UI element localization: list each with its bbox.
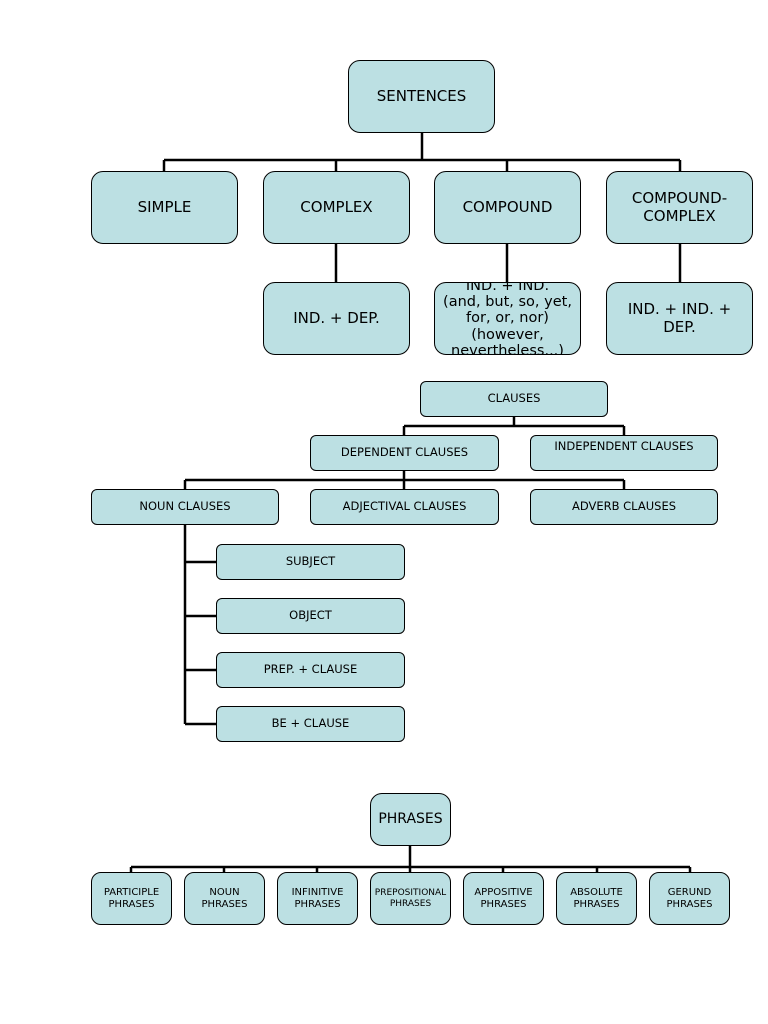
dependent-clauses-node: DEPENDENT CLAUSES: [310, 435, 499, 471]
object-node: OBJECT: [216, 598, 405, 634]
infinitive-phrases-node: INFINITIVE PHRASES: [277, 872, 358, 925]
phrases-node: PHRASES: [370, 793, 451, 846]
gerund-phrases-node: GERUND PHRASES: [649, 872, 730, 925]
compound-complex-formula-node: IND. + IND. + DEP.: [606, 282, 753, 355]
independent-clauses-node: INDEPENDENT CLAUSES: [530, 435, 718, 471]
complex-formula-node: IND. + DEP.: [263, 282, 410, 355]
adjectival-clauses-node: ADJECTIVAL CLAUSES: [310, 489, 499, 525]
complex-node: COMPLEX: [263, 171, 410, 244]
absolute-phrases-node: ABSOLUTE PHRASES: [556, 872, 637, 925]
prep-clause-node: PREP. + CLAUSE: [216, 652, 405, 688]
appositive-phrases-node: APPOSITIVE PHRASES: [463, 872, 544, 925]
prepositional-phrases-node: PREPOSITIONAL PHRASES: [370, 872, 451, 925]
adverb-clauses-node: ADVERB CLAUSES: [530, 489, 718, 525]
clauses-node: CLAUSES: [420, 381, 608, 417]
compound-node: COMPOUND: [434, 171, 581, 244]
simple-node: SIMPLE: [91, 171, 238, 244]
subject-node: SUBJECT: [216, 544, 405, 580]
compound-formula-node: IND. + IND. (and, but, so, yet, for, or,…: [434, 282, 581, 355]
noun-clauses-node: NOUN CLAUSES: [91, 489, 279, 525]
compound-complex-node: COMPOUND- COMPLEX: [606, 171, 753, 244]
be-clause-node: BE + CLAUSE: [216, 706, 405, 742]
noun-phrases-node: NOUN PHRASES: [184, 872, 265, 925]
participle-phrases-node: PARTICIPLE PHRASES: [91, 872, 172, 925]
sentences-node: SENTENCES: [348, 60, 495, 133]
